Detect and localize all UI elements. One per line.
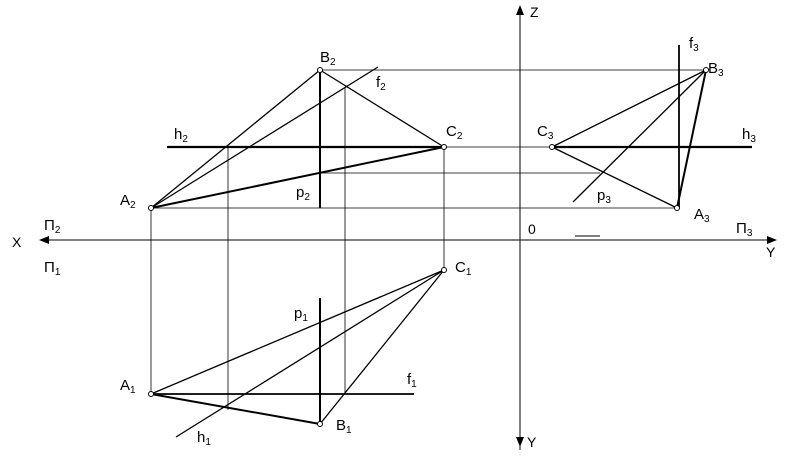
label-b3: B3 [708,60,724,79]
label-axis-x: X [12,234,22,250]
edge-a1-c1 [150,269,445,395]
label-pi3: Π3 [736,220,753,239]
label-b1: B1 [336,417,352,436]
label-c3: C3 [537,123,554,142]
edge-a1-b1 [150,393,321,425]
label-pi2: Π2 [44,217,61,236]
label-f2: f2 [376,74,386,93]
edge-a2-b2 [150,69,321,209]
frontal-projection [150,66,445,209]
edge-b3-a3 [676,69,707,209]
point-b2 [317,67,323,73]
h1-line [175,269,445,438]
label-p2: p2 [296,184,310,203]
label-p1: p1 [294,305,308,324]
label-h3: h3 [742,126,756,145]
point-b1 [317,421,323,427]
labels: Z X Y Y 0 Π2 Π1 Π3 B2 f2 h2 C2 A2 p2 C3 … [12,4,776,450]
edge-c3-a3 [551,146,678,209]
label-c2: C2 [446,123,463,142]
point-b3 [703,67,709,73]
edge-b2-c2 [319,69,445,148]
label-axis-z: Z [530,4,539,20]
point-a2 [148,205,154,211]
horizontal-projection [150,269,445,438]
label-origin: 0 [528,221,536,237]
label-f3: f3 [689,35,699,54]
point-a1 [148,391,154,397]
label-c1: C1 [455,259,472,278]
label-a1: A1 [120,377,136,396]
point-a3 [674,205,680,211]
point-c2 [441,144,447,150]
edge-c1-b1 [319,269,445,425]
edge-c3-b3 [551,69,707,148]
point-markers [148,67,709,427]
projection-lines [150,69,706,410]
edge-a2-c2 [150,146,445,209]
label-axis-y-down: Y [527,434,537,450]
label-pi1: Π1 [44,259,61,278]
label-p3: p3 [597,187,611,206]
axes [39,5,777,450]
label-a2: A2 [120,192,136,211]
p3-line [572,69,707,203]
point-c3 [549,144,555,150]
f2-line [150,66,379,209]
label-a3: A3 [694,206,710,225]
label-b2: B2 [320,49,336,68]
point-c1 [441,267,447,273]
label-axis-y-right: Y [766,244,776,260]
profile-projection [551,45,752,209]
label-h2: h2 [174,126,188,145]
label-f1: f1 [407,371,417,390]
label-h1: h1 [197,429,211,448]
